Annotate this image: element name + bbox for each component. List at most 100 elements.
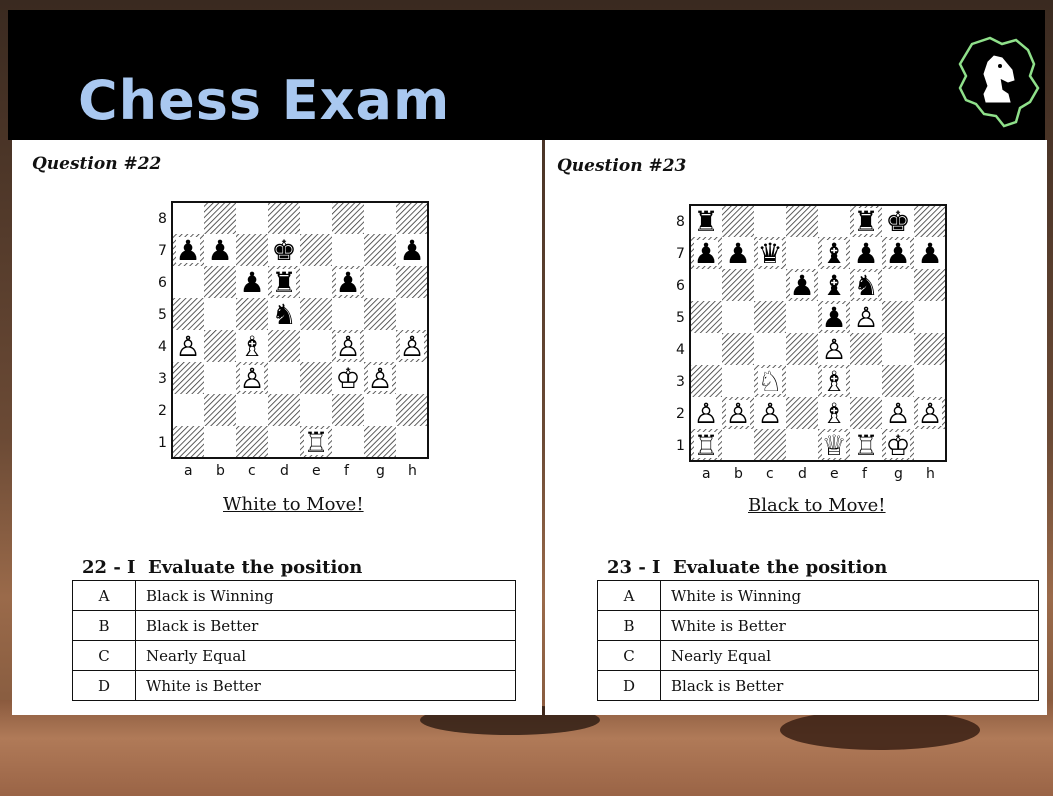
board-square-b5 <box>204 298 236 330</box>
question-22-panel: Question #22 87654321abcdefgh♟♟♚♟♟♜♟♞♙♗♙… <box>12 140 542 715</box>
file-label: c <box>248 463 256 479</box>
board-square-d4 <box>786 333 818 365</box>
rank-label: 7 <box>676 246 685 262</box>
file-label: e <box>312 463 321 479</box>
board-square-d4 <box>268 330 300 362</box>
black-rook-piece: ♜ <box>271 266 296 299</box>
board-square-e8 <box>818 205 850 237</box>
board-square-f2 <box>332 394 364 426</box>
board-square-a1 <box>172 426 204 458</box>
rank-label: 6 <box>158 275 167 291</box>
board-square-g1 <box>364 426 396 458</box>
board-square-c5 <box>236 298 268 330</box>
board-square-g7 <box>364 234 396 266</box>
white-pawn-piece: ♙ <box>399 330 424 363</box>
board-square-d8 <box>786 205 818 237</box>
board-square-h6 <box>914 269 946 301</box>
file-label: a <box>702 466 711 482</box>
board-square-b8 <box>204 202 236 234</box>
option-letter: D <box>73 671 136 701</box>
board-square-h3 <box>914 365 946 397</box>
board-square-c8 <box>754 205 786 237</box>
board-square-h8 <box>914 205 946 237</box>
black-pawn-piece: ♟ <box>789 269 814 302</box>
board-square-d2 <box>268 394 300 426</box>
rank-label: 2 <box>676 406 685 422</box>
black-knight-piece: ♞ <box>271 298 296 331</box>
board-square-d7 <box>786 237 818 269</box>
question-23-number: 23 - I <box>607 557 673 578</box>
board-square-b2 <box>204 394 236 426</box>
file-label: h <box>408 463 417 479</box>
question-23-heading: 23 - IEvaluate the position <box>607 557 887 578</box>
board-square-h5 <box>396 298 428 330</box>
board-square-g6 <box>882 269 914 301</box>
file-label: g <box>376 463 385 479</box>
white-knight-piece: ♘ <box>757 365 782 398</box>
board-square-d3 <box>786 365 818 397</box>
rank-label: 1 <box>676 438 685 454</box>
option-text: White is Better <box>661 611 1039 641</box>
board-square-f1 <box>332 426 364 458</box>
board-square-c1 <box>754 429 786 461</box>
option-letter: C <box>598 641 661 671</box>
option-text: White is Winning <box>661 581 1039 611</box>
board-square-b6 <box>722 269 754 301</box>
board-square-a8 <box>172 202 204 234</box>
file-label: d <box>280 463 289 479</box>
black-king-piece: ♚ <box>271 234 296 267</box>
board-square-d3 <box>268 362 300 394</box>
white-bishop-piece: ♗ <box>821 397 846 430</box>
option-text: White is Better <box>136 671 516 701</box>
file-label: e <box>830 466 839 482</box>
board-square-h4 <box>914 333 946 365</box>
option-text: Black is Winning <box>136 581 516 611</box>
white-rook-piece: ♖ <box>303 426 328 459</box>
question-22-title: Question #22 <box>32 154 161 174</box>
board-square-f4 <box>850 333 882 365</box>
black-king-piece: ♚ <box>885 205 910 238</box>
file-label: g <box>894 466 903 482</box>
board-square-e8 <box>300 202 332 234</box>
board-square-g6 <box>364 266 396 298</box>
board-square-g8 <box>364 202 396 234</box>
board-square-f7 <box>332 234 364 266</box>
board-square-e4 <box>300 330 332 362</box>
board-square-b4 <box>204 330 236 362</box>
board-square-a6 <box>172 266 204 298</box>
board-square-d5 <box>786 301 818 333</box>
rank-label: 2 <box>158 403 167 419</box>
question-23-title: Question #23 <box>557 156 686 176</box>
option-letter: B <box>598 611 661 641</box>
question-22-heading: 22 - IEvaluate the position <box>82 557 362 578</box>
board-square-b1 <box>204 426 236 458</box>
black-knight-piece: ♞ <box>853 269 878 302</box>
option-letter: A <box>73 581 136 611</box>
white-king-piece: ♔ <box>335 362 360 395</box>
board-square-h1 <box>396 426 428 458</box>
white-king-piece: ♔ <box>885 429 910 462</box>
white-pawn-piece: ♙ <box>885 397 910 430</box>
board-square-b5 <box>722 301 754 333</box>
board-square-f5 <box>332 298 364 330</box>
board-square-h2 <box>396 394 428 426</box>
board-square-f2 <box>850 397 882 429</box>
file-label: f <box>862 466 868 482</box>
file-label: b <box>216 463 225 479</box>
white-pawn-piece: ♙ <box>175 330 200 363</box>
board-square-d2 <box>786 397 818 429</box>
black-pawn-piece: ♟ <box>207 234 232 267</box>
board-square-d8 <box>268 202 300 234</box>
board-square-h6 <box>396 266 428 298</box>
board-square-f8 <box>332 202 364 234</box>
